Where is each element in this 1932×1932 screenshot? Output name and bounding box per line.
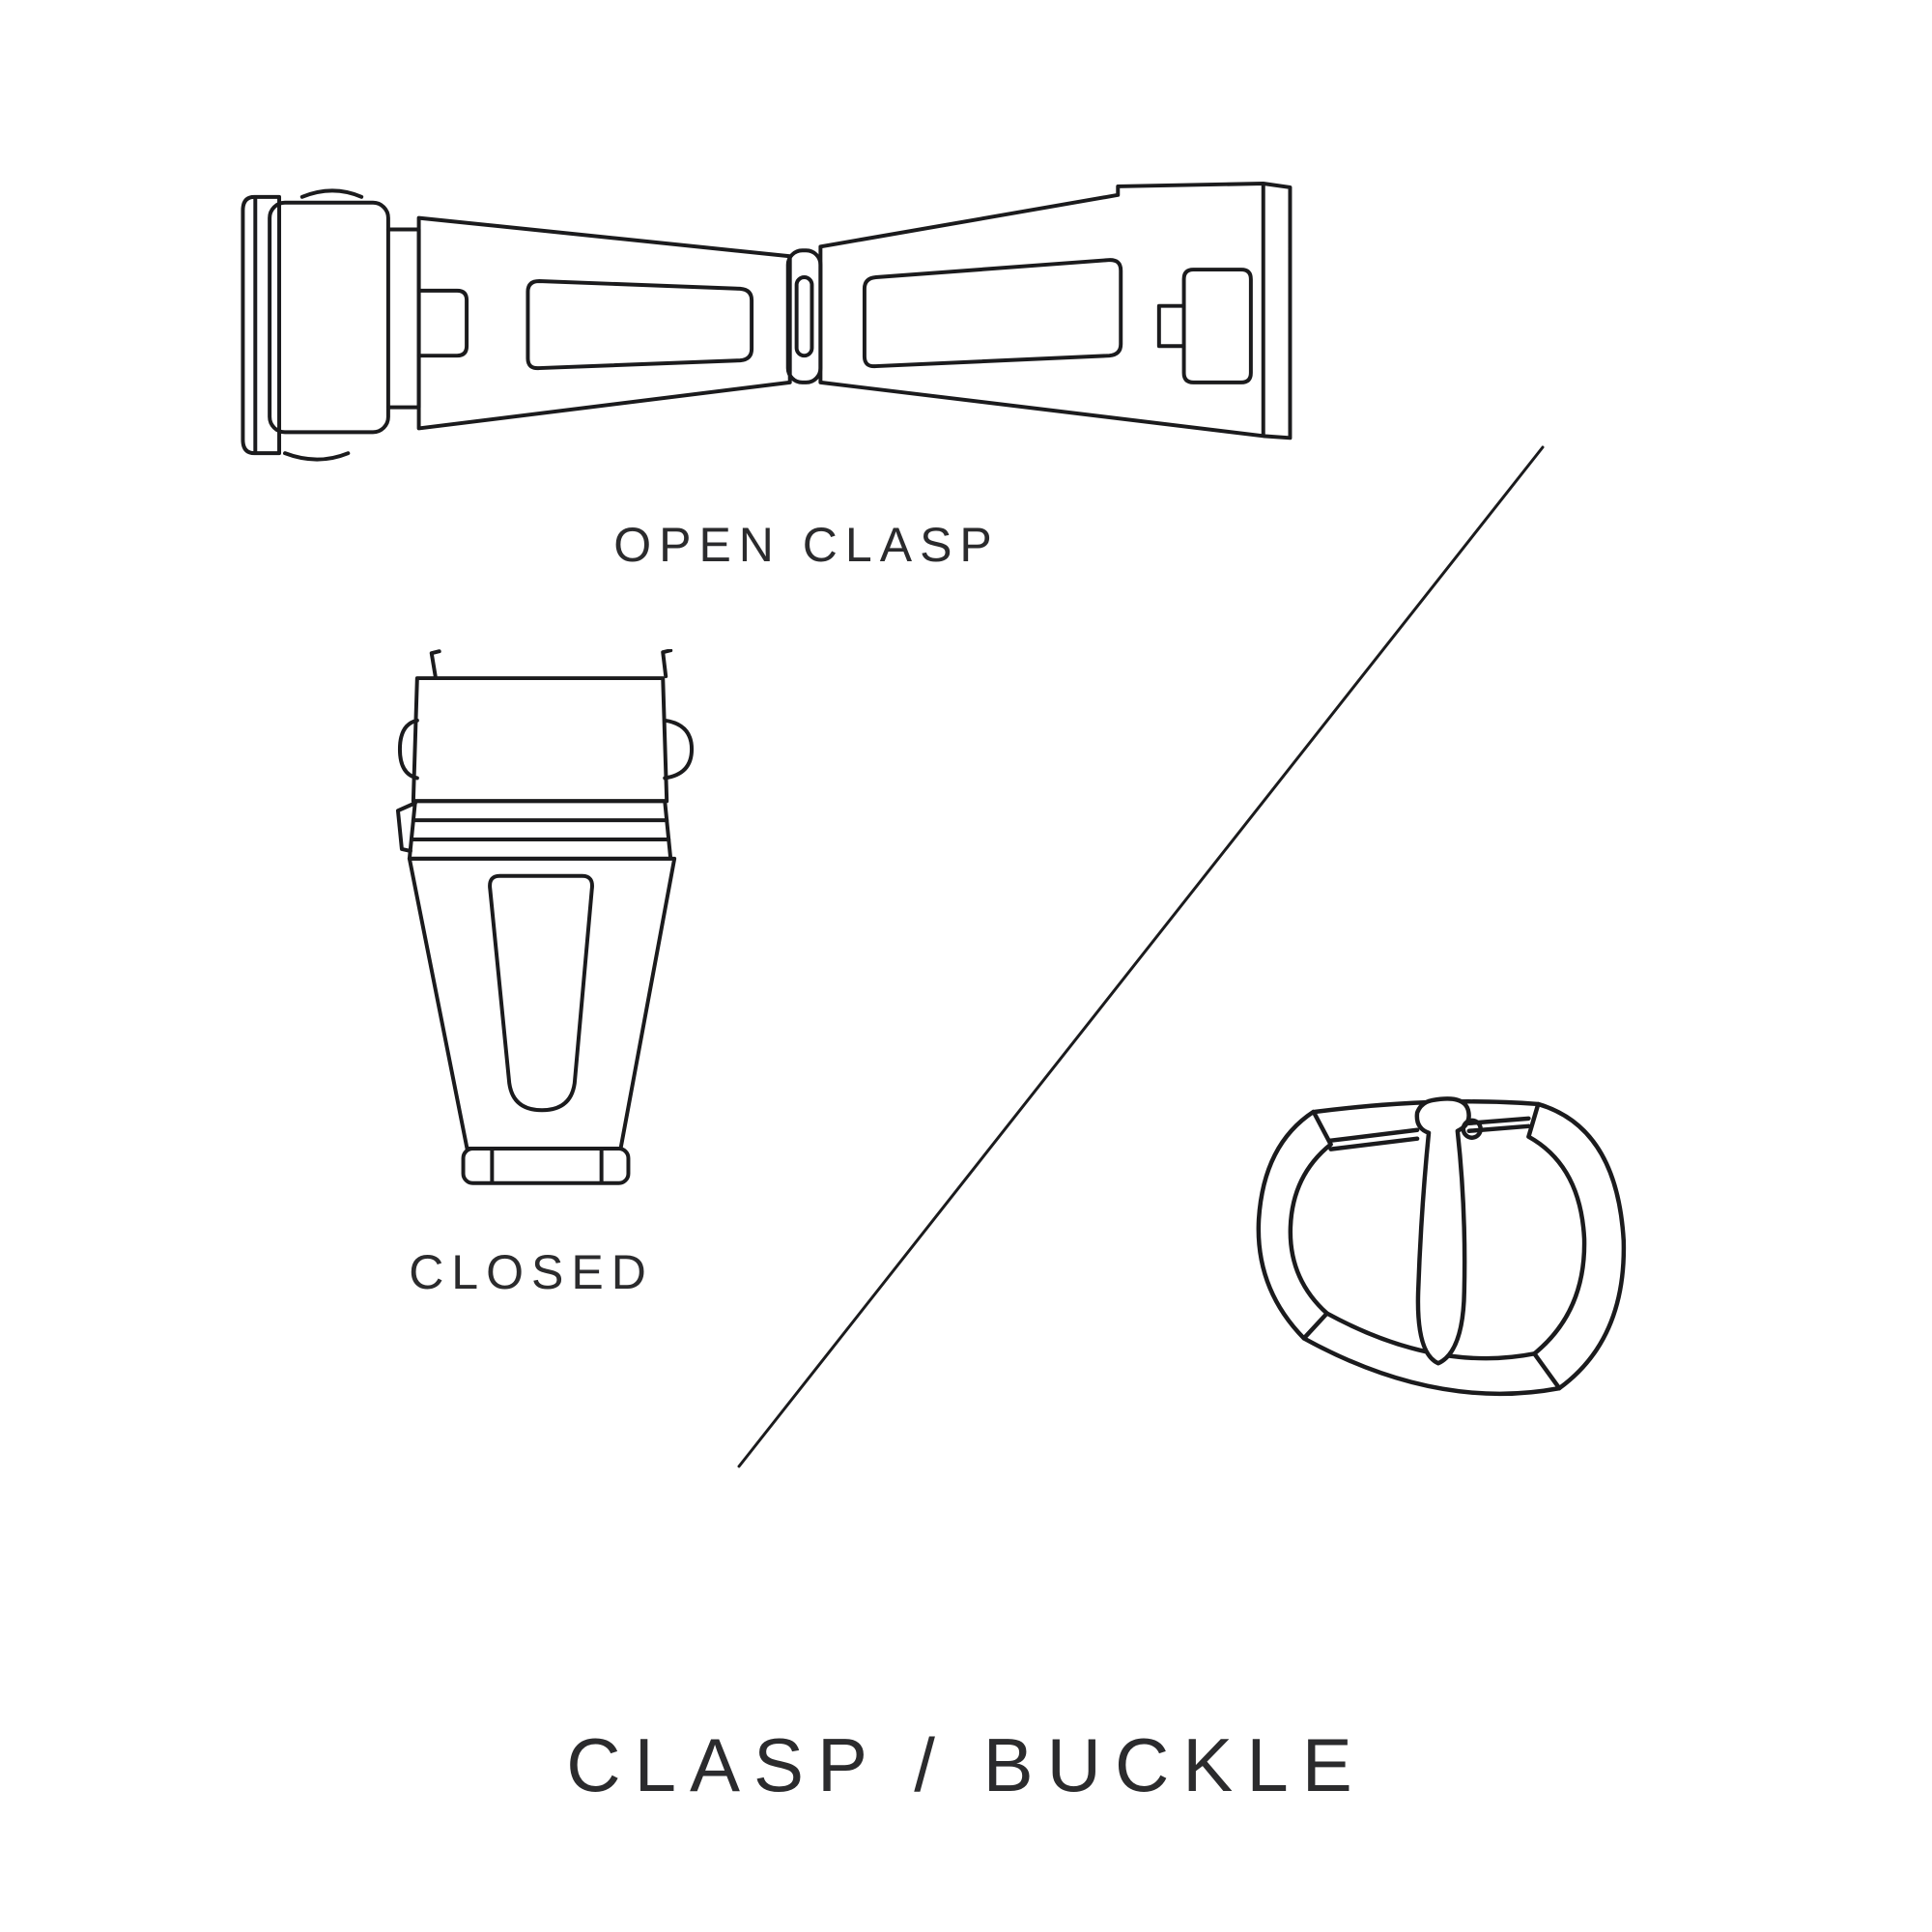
open-clasp-label: OPEN CLASP (613, 518, 1000, 572)
closed-clasp-shape (395, 649, 695, 1185)
closed-clasp-label: CLOSED (409, 1245, 654, 1299)
clasp-left-arm (416, 215, 792, 431)
clasp-hinge (785, 248, 823, 384)
clasp-right-arm (818, 182, 1293, 440)
buckle-pin-ring (1461, 1118, 1483, 1140)
open-clasp-illustration (241, 182, 1293, 462)
closed-clasp-illustration (395, 649, 695, 1185)
buckle-illustration (1256, 1096, 1627, 1397)
clasp-left-link (241, 188, 421, 462)
page-title: CLASP / BUCKLE (566, 1722, 1366, 1807)
buckle-tang (1414, 1096, 1471, 1366)
